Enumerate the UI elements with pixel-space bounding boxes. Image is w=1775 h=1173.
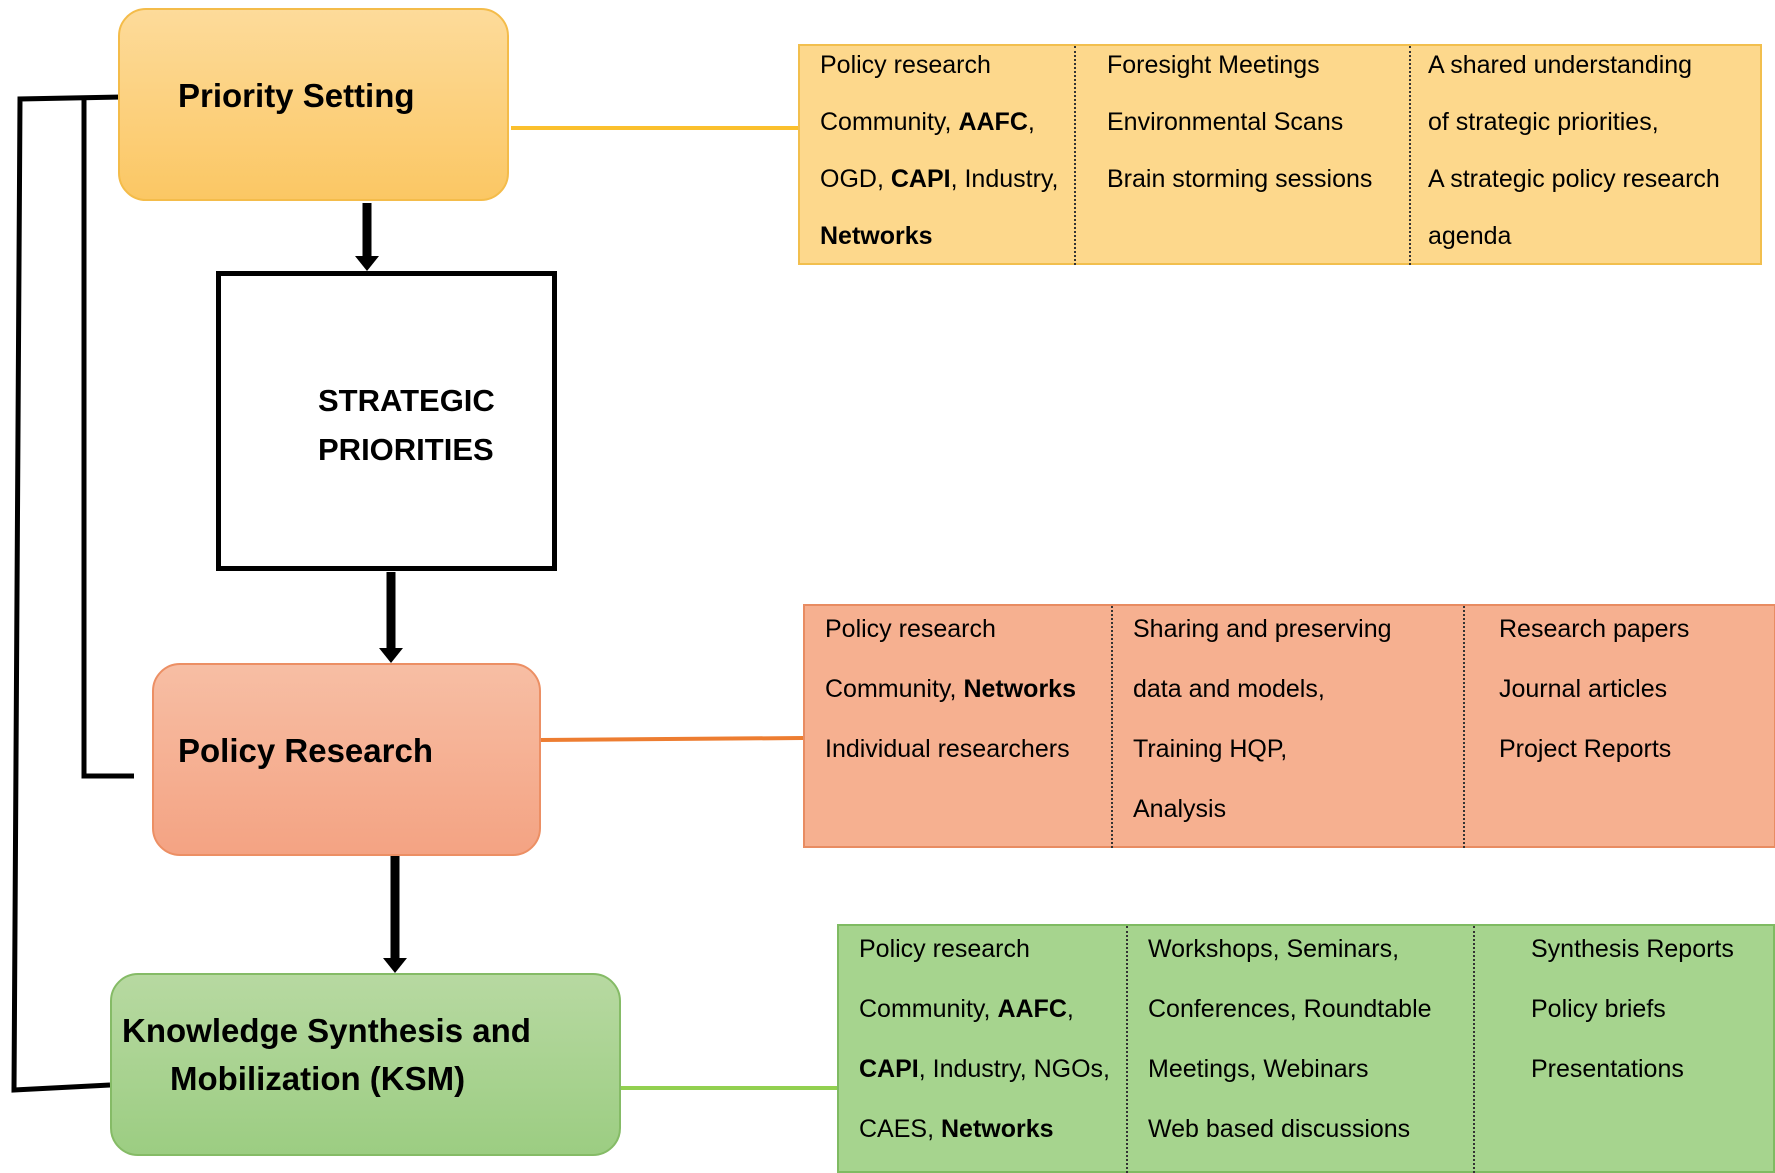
strategic-priorities-label: STRATEGIC PRIORITIES bbox=[318, 376, 495, 474]
panel-line: Community, Networks bbox=[825, 675, 1076, 703]
panel-line: Journal articles bbox=[1499, 675, 1668, 703]
panel-line: Foresight Meetings bbox=[1107, 51, 1320, 79]
panel-line: Networks bbox=[820, 222, 933, 251]
column-separator bbox=[1126, 926, 1128, 1173]
panel-line: agenda bbox=[1428, 222, 1512, 250]
panel-line: CAPI, Industry, NGOs, bbox=[859, 1055, 1110, 1083]
column-separator bbox=[1074, 46, 1076, 265]
panel-line: Policy research bbox=[825, 615, 996, 643]
policy-research-label: Policy Research bbox=[178, 732, 433, 769]
strategic-priorities-line-2: PRIORITIES bbox=[318, 432, 494, 467]
panel-line: Project Reports bbox=[1499, 735, 1672, 763]
emphasized-text: CAPI bbox=[859, 1055, 919, 1083]
panel-line: Policy research bbox=[820, 51, 991, 79]
panel-line: Training HQP, bbox=[1133, 735, 1288, 763]
ksm-box: Knowledge Synthesis and Mobilization (KS… bbox=[110, 973, 621, 1156]
panel-line: Environmental Scans bbox=[1107, 108, 1344, 136]
panel-line: Policy research bbox=[859, 935, 1030, 963]
emphasized-text: Networks bbox=[940, 1115, 1054, 1143]
panel-line: A strategic policy research bbox=[1428, 165, 1720, 193]
panel-line: Analysis bbox=[1133, 795, 1227, 823]
column-separator bbox=[1409, 46, 1411, 265]
column-separator bbox=[1473, 926, 1475, 1173]
panel-line: Web based discussions bbox=[1148, 1115, 1411, 1143]
priority-setting-box: Priority Setting bbox=[118, 8, 509, 201]
panel-line: Meetings, Webinars bbox=[1148, 1055, 1369, 1083]
panel-line: Research papers bbox=[1499, 615, 1690, 643]
panel-line: of strategic priorities, bbox=[1428, 108, 1659, 136]
column-separator bbox=[1463, 606, 1465, 848]
feedback-ksm-to-priority bbox=[11, 94, 123, 1093]
feedback-loops bbox=[11, 94, 134, 1093]
ksm-label-line-2: Mobilization (KSM) bbox=[170, 1060, 466, 1097]
panel-line: Presentations bbox=[1531, 1055, 1684, 1083]
flow-arrows bbox=[355, 203, 407, 973]
panel-line: data and models, bbox=[1133, 675, 1325, 703]
panel-line: Synthesis Reports bbox=[1531, 935, 1734, 963]
panel-line: A shared understanding bbox=[1428, 51, 1693, 79]
panel-line: Community, AAFC, bbox=[859, 995, 1074, 1023]
emphasized-text: Networks bbox=[963, 675, 1076, 703]
panel-line: Conferences, Roundtable bbox=[1148, 995, 1432, 1023]
emphasized-text: Networks bbox=[820, 222, 933, 250]
ksm-label-line-1: Knowledge Synthesis and bbox=[122, 1012, 531, 1049]
emphasized-text: AAFC bbox=[958, 108, 1028, 136]
column-separator bbox=[1111, 606, 1113, 848]
strategic-priorities-frame bbox=[216, 271, 557, 571]
policy-research-box: Policy Research bbox=[152, 663, 541, 856]
emphasized-text: CAPI bbox=[890, 165, 951, 193]
panel-line: Community, AAFC, bbox=[820, 108, 1035, 136]
panel-line: CAES, Networks bbox=[859, 1115, 1054, 1143]
panel-line: Individual researchers bbox=[825, 735, 1070, 763]
panel-line: Workshops, Seminars, bbox=[1148, 935, 1400, 963]
panel-line: OGD, CAPI, Industry, bbox=[820, 165, 1059, 193]
strategic-priorities-line-1: STRATEGIC bbox=[318, 383, 495, 418]
panel-line: Sharing and preserving bbox=[1133, 615, 1392, 643]
feedback-research-to-priority bbox=[81, 99, 134, 779]
priority-setting-label: Priority Setting bbox=[178, 77, 415, 114]
panel-line: Policy briefs bbox=[1531, 995, 1666, 1023]
emphasized-text: AAFC bbox=[997, 995, 1067, 1023]
panel-line: Brain storming sessions bbox=[1107, 165, 1373, 193]
connector-research bbox=[540, 736, 804, 742]
